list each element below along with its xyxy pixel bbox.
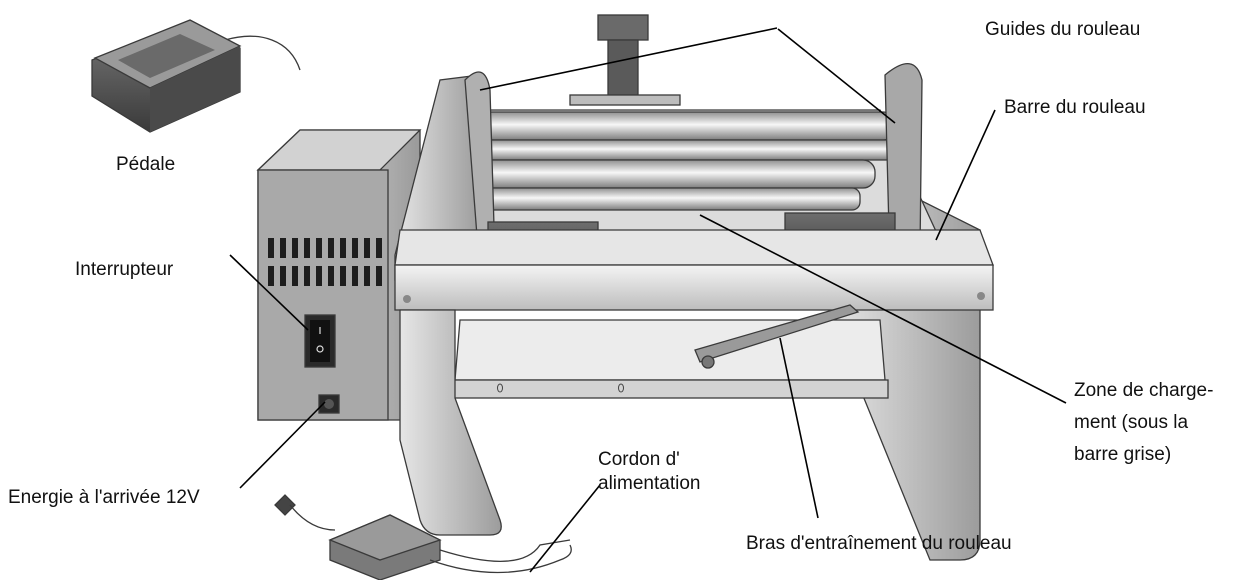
pedal-illustration (91, 19, 301, 133)
roll-bar[interactable] (394, 229, 994, 311)
label-zone-3: barre grise) (1074, 444, 1171, 465)
label-cordon-1: Cordon d' (598, 449, 680, 470)
control-box-illustration (256, 129, 422, 421)
label-zone-2: ment (sous la (1074, 412, 1188, 433)
label-cordon-2: alimentation (598, 473, 700, 494)
label-pedale: Pédale (116, 154, 175, 175)
leader-lines (229, 27, 1067, 573)
label-guides: Guides du rouleau (985, 19, 1140, 40)
drive-arm[interactable] (694, 304, 860, 369)
label-energie: Energie à l'arrivée 12V (8, 487, 200, 508)
main-unit-illustration (394, 14, 994, 561)
label-interrupteur: Interrupteur (75, 259, 174, 280)
power-adapter-illustration (274, 494, 572, 580)
power-jack[interactable] (318, 394, 340, 414)
power-switch[interactable] (304, 314, 336, 368)
label-barre: Barre du rouleau (1004, 97, 1146, 118)
label-zone-1: Zone de charge- (1074, 380, 1213, 401)
label-bras: Bras d'entraînement du rouleau (746, 533, 1012, 554)
vent-slots (268, 238, 382, 286)
